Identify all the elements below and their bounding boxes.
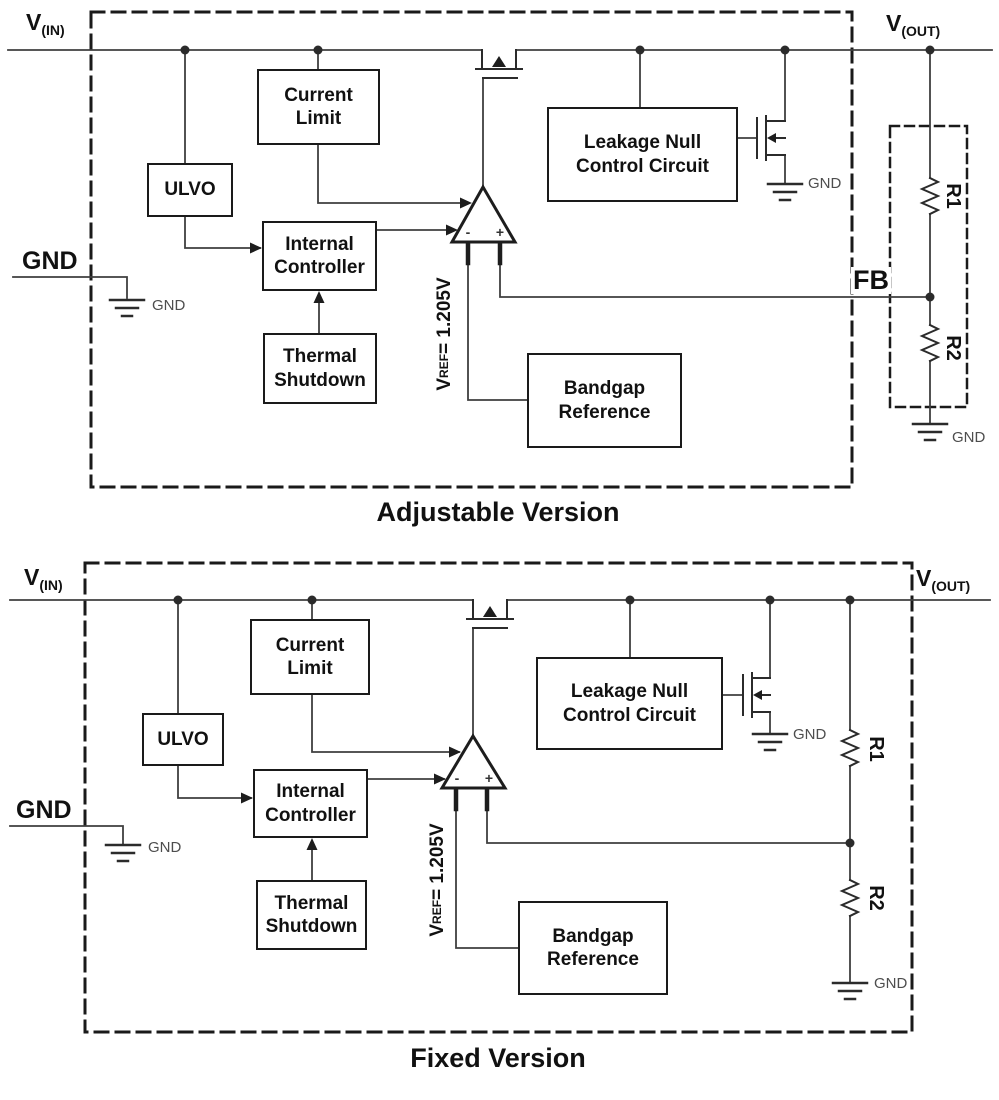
adjustable-vref-rest: = 1.205V — [433, 277, 455, 354]
adjustable-vref-main: V — [433, 377, 455, 391]
adjustable-r2-label: R2 — [942, 335, 964, 361]
fixed-leakage-null-block: Leakage Null Control Circuit — [536, 657, 723, 750]
fixed-vref-main: V — [426, 923, 448, 937]
fixed-nmos-transistor — [742, 672, 771, 718]
adjustable-vin-main: V — [26, 9, 42, 35]
fixed-vin-label: V(IN) — [24, 564, 63, 593]
adjustable-vout-sub: (OUT) — [901, 23, 941, 39]
adjustable-junction-dots — [180, 45, 935, 302]
adjustable-vin-label: V(IN) — [26, 9, 65, 38]
fixed-junction-dots — [173, 595, 855, 848]
adjustable-opamp-stubs — [465, 240, 503, 266]
adjustable-vref-sub: REF — [437, 353, 451, 378]
fixed-bandgap-block: Bandgap Reference — [518, 901, 668, 995]
adjustable-resistor-r1 — [919, 176, 941, 216]
fixed-resistor-r2 — [839, 878, 861, 918]
fixed-r2-label: R2 — [865, 885, 887, 911]
fixed-error-amplifier — [439, 733, 508, 790]
adjustable-internal-controller-block: Internal Controller — [262, 221, 377, 291]
fixed-gnd-label-input: GND — [148, 839, 182, 856]
fixed-opamp-stubs — [453, 786, 490, 812]
fixed-vin-sub: (IN) — [39, 577, 63, 593]
fixed-gnd-label-nmos: GND — [793, 726, 827, 743]
fixed-vout-sub: (OUT) — [931, 578, 971, 594]
adjustable-resistor-r2 — [919, 323, 941, 363]
fixed-internal-controller-block: Internal Controller — [253, 769, 368, 838]
adjustable-gnd-label-nmos: GND — [808, 175, 842, 192]
fixed-gnd-symbol-output — [831, 981, 869, 1001]
fixed-ulvo-block: ULVO — [142, 713, 224, 766]
fixed-ic-boundary — [83, 561, 914, 1034]
fixed-circuit: - + — [9, 561, 991, 1034]
adjustable-gnd-label-input: GND — [152, 297, 186, 314]
fixed-title: Fixed Version — [410, 1043, 586, 1073]
adjustable-divider-boundary — [888, 124, 969, 409]
adjustable-vout-label: V(OUT) — [886, 10, 940, 39]
adjustable-vin-sub: (IN) — [41, 22, 65, 38]
fixed-vin-main: V — [24, 564, 40, 590]
fixed-thermal-shutdown-block: Thermal Shutdown — [256, 880, 367, 950]
adjustable-nmos-transistor — [756, 115, 786, 161]
adjustable-error-amplifier — [449, 183, 518, 244]
fixed-resistor-r1 — [839, 728, 861, 768]
fixed-vout-label: V(OUT) — [916, 565, 970, 594]
fixed-pass-transistor — [466, 599, 514, 629]
adjustable-gnd-symbol-divider — [911, 422, 949, 442]
adjustable-gnd-pin-label: GND — [22, 247, 78, 275]
adjustable-opamp-plus: + — [496, 224, 504, 240]
adjustable-ic-boundary — [89, 10, 854, 489]
adjustable-leakage-null-block: Leakage Null Control Circuit — [547, 107, 738, 202]
adjustable-circuit: - + — [7, 10, 993, 489]
adjustable-wires — [7, 49, 993, 425]
adjustable-title: Adjustable Version — [376, 497, 620, 527]
fixed-gnd-symbol-nmos — [751, 732, 789, 752]
adjustable-thermal-shutdown-block: Thermal Shutdown — [263, 333, 377, 404]
fixed-gnd-pin-label: GND — [16, 796, 72, 824]
adjustable-r1-label: R1 — [942, 183, 964, 209]
fixed-gnd-symbol-input — [104, 843, 142, 863]
fixed-opamp-minus: - — [455, 770, 460, 786]
fixed-arrowheads — [241, 746, 461, 850]
fixed-r1-label: R1 — [865, 736, 887, 762]
fixed-vref-sub: REF — [430, 899, 444, 924]
adjustable-vout-main: V — [886, 10, 902, 36]
adjustable-opamp-minus: - — [466, 224, 471, 240]
adjustable-pass-transistor — [475, 49, 523, 79]
fixed-current-limit-block: Current Limit — [250, 619, 370, 695]
adjustable-gnd-symbol-input — [108, 298, 146, 318]
fixed-wires — [9, 599, 991, 984]
fixed-opamp-plus: + — [485, 770, 493, 786]
adjustable-gnd-label-divider: GND — [952, 429, 986, 446]
adjustable-current-limit-block: Current Limit — [257, 69, 380, 145]
adjustable-bandgap-block: Bandgap Reference — [527, 353, 682, 448]
adjustable-gnd-symbol-nmos — [766, 182, 804, 202]
fixed-gnd-label-output: GND — [874, 975, 908, 992]
fixed-vout-main: V — [916, 565, 932, 591]
adjustable-fb-label: FB — [851, 265, 891, 295]
adjustable-arrowheads — [250, 197, 472, 303]
fixed-vref-rest: = 1.205V — [426, 823, 448, 900]
adjustable-ulvo-block: ULVO — [147, 163, 233, 217]
